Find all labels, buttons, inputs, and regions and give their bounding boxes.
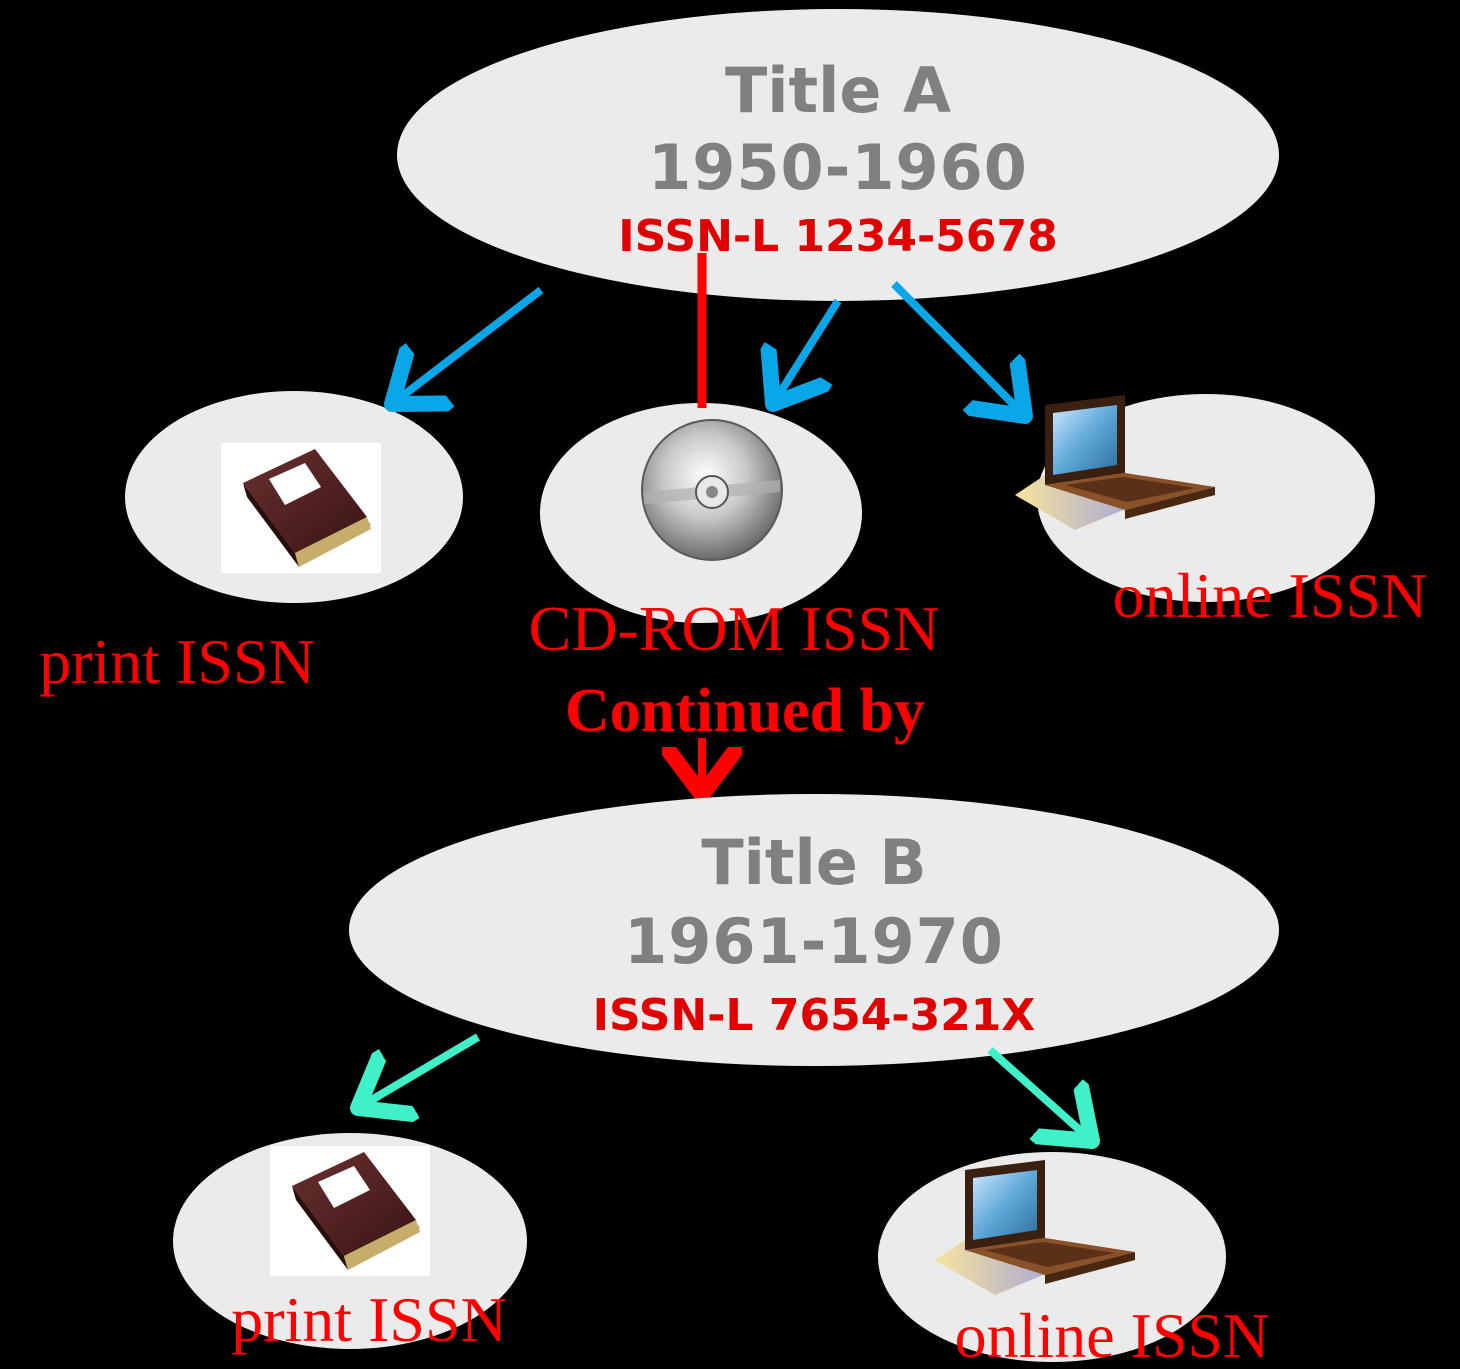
title-b-ellipse (349, 794, 1279, 1066)
title-a-cdrom-label: CD-ROM ISSN (529, 593, 940, 664)
arrow-title-b-to-print (358, 1033, 481, 1108)
book-icon (270, 1146, 430, 1276)
title-a-print-node (125, 391, 463, 603)
title-a-ellipse (397, 9, 1279, 301)
arrow-title-a-to-cdrom (773, 298, 842, 404)
title-b-print-node (173, 1133, 527, 1349)
title-b-print-label: print ISSN (231, 1284, 507, 1355)
title-b-node: Title B 1961-1970 ISSN-L 7654-321X (349, 794, 1279, 1066)
title-a-years: 1950-1960 (648, 131, 1028, 204)
title-b-online-label: online ISSN (955, 1300, 1270, 1369)
title-b-name: Title B (701, 826, 926, 899)
title-a-online-node (1015, 394, 1375, 602)
arrow-title-a-to-online (891, 281, 1025, 416)
book-icon (221, 443, 381, 573)
title-a-name: Title A (725, 54, 951, 127)
title-a-print-label: print ISSN (39, 626, 315, 697)
cd-icon (641, 419, 783, 561)
title-a-issn-l: ISSN-L 1234-5678 (618, 211, 1057, 262)
continued-by-label: Continued by (565, 677, 925, 745)
arrow-title-b-to-online (987, 1047, 1092, 1141)
title-a-node: Title A 1950-1960 ISSN-L 1234-5678 (397, 9, 1279, 301)
title-b-years: 1961-1970 (624, 905, 1004, 978)
title-b-issn-l: ISSN-L 7654-321X (593, 990, 1036, 1041)
title-a-cdrom-node (540, 403, 862, 623)
title-a-online-label: online ISSN (1113, 560, 1428, 631)
title-b-online-node (878, 1152, 1226, 1362)
arrow-title-a-to-print (392, 286, 544, 404)
